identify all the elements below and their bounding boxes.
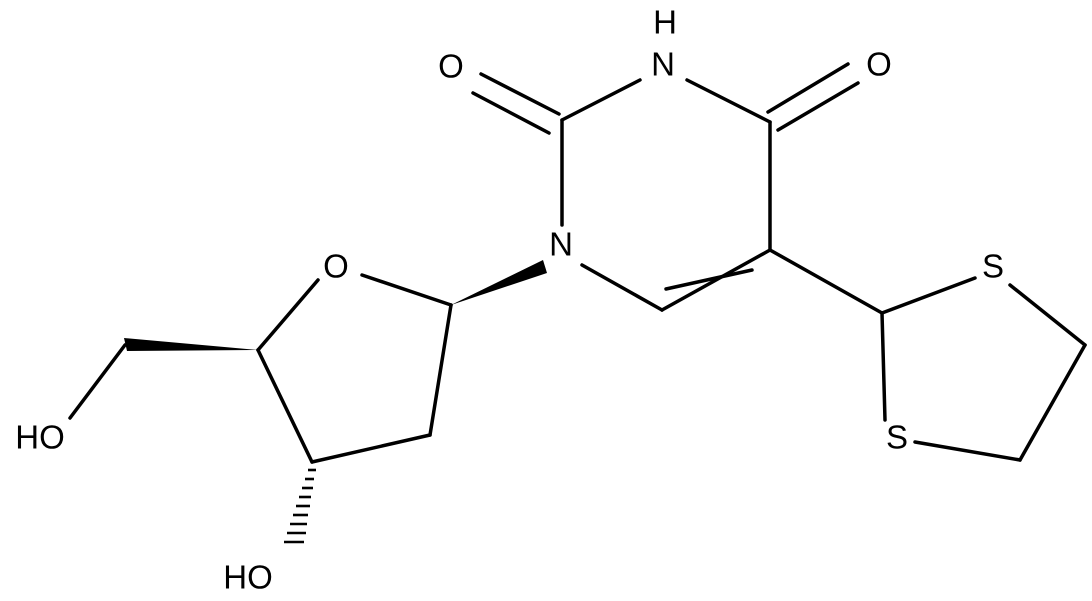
bond-ch2-s-lower (913, 440, 1022, 462)
bond-c1prime-o-ring (360, 273, 453, 307)
bond-c2prime-c1prime (428, 303, 453, 437)
bond-c5-dithiolane (768, 248, 884, 315)
bond-c6-n1 (580, 263, 664, 312)
bond-o-ring-c4prime (256, 278, 320, 352)
bond-c4-o-double-a (766, 62, 850, 114)
bond-c3prime-c2prime (310, 433, 432, 464)
bond-s-lower-c2 (880, 311, 887, 422)
bond-c4-o-double-b (776, 81, 860, 132)
atom-label-o-carbonyl-4: O (866, 46, 892, 83)
atom-label-o-carbonyl-2: O (438, 48, 464, 85)
atom-label-ho-3prime: HO (223, 559, 273, 596)
atom-label-n1: N (549, 226, 573, 263)
atom-label-o-ring: O (323, 248, 349, 285)
atom-label-s-upper: S (982, 248, 1004, 285)
bond-c2-n3 (560, 78, 642, 122)
bond-ch2-ch2 (1018, 343, 1087, 462)
deoxyribose-ring (68, 260, 547, 544)
atom-label-ho-5prime: HO (15, 419, 65, 456)
atom-labels: O H N O N O S S HO HO (15, 4, 1004, 596)
atom-label-n3-hydrogen: H (653, 4, 677, 41)
dithiolane-ring (768, 248, 1087, 462)
bond-c4prime-c3prime (256, 348, 314, 464)
wedge-bond-c1prime-n1 (451, 260, 547, 305)
bond-s-upper-ch2 (1008, 283, 1087, 347)
bond-c2-o-double-b (471, 91, 551, 135)
bond-c5-c6 (660, 248, 772, 312)
bond-c2-s-upper (880, 276, 977, 315)
atom-label-n3: N (651, 46, 675, 83)
bond-c2-o-double-a (479, 72, 561, 116)
pyrimidinedione-ring (471, 62, 860, 312)
wedge-bond-c4prime-c5prime (124, 338, 258, 351)
bond-n3-c4 (685, 78, 772, 124)
hashed-bond-c3prime-oh (284, 468, 316, 544)
bond-c5prime-oh (68, 343, 127, 420)
bond-c5-c6-inner (664, 268, 754, 291)
atom-label-s-lower: S (886, 419, 908, 456)
